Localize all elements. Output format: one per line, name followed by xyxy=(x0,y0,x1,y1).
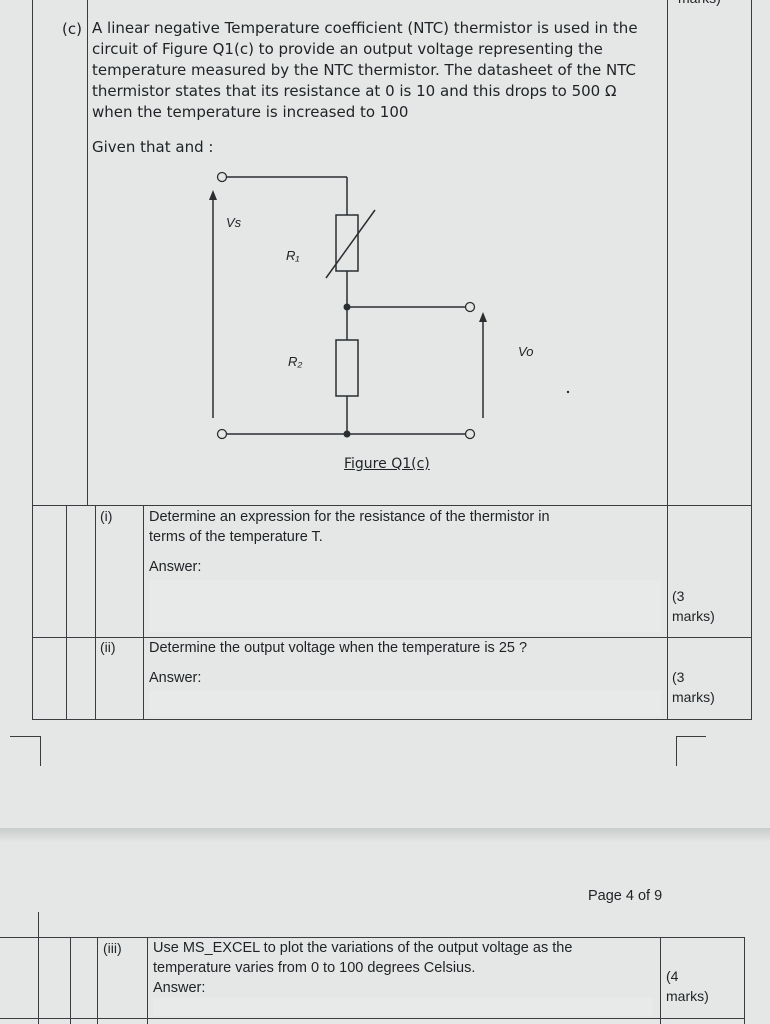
row-divider-ii xyxy=(32,637,752,638)
resistor-r2-body xyxy=(335,339,359,397)
subq-i-line: Determine an expression for the resistan… xyxy=(149,509,550,525)
subq-i-number: (i) xyxy=(100,508,113,524)
subq-iii-number: (iii) xyxy=(103,940,122,956)
stray-mark xyxy=(566,390,570,394)
bottom-col-rule-1 xyxy=(38,912,39,1024)
given-line: Given that and : xyxy=(92,138,214,156)
bottom-table-row-border xyxy=(0,1018,744,1019)
label-r1: R₁ xyxy=(286,248,300,263)
subq-iii-marks-unit: marks) xyxy=(666,988,709,1004)
question-c-body: A linear negative Temperature coefficien… xyxy=(92,18,662,158)
question-number-divider xyxy=(87,0,88,505)
subq-ii-body: Determine the output voltage when the te… xyxy=(149,638,661,688)
subq-iii-line: Use MS_EXCEL to plot the variations of t… xyxy=(153,940,573,956)
terminal-vs-bottom xyxy=(216,428,228,440)
label-vo: Vo xyxy=(518,344,534,359)
thermistor-diagonal xyxy=(325,209,376,279)
subq-iii-answer-area[interactable] xyxy=(153,998,653,1016)
subq-ii-number: (ii) xyxy=(100,639,116,655)
junction-dot-bottom xyxy=(343,430,351,438)
terminal-vo-top xyxy=(464,301,476,313)
table-left-border xyxy=(32,0,33,720)
subq-iii-marks: (4 marks) xyxy=(666,966,709,1006)
figure-caption: Figure Q1(c) xyxy=(344,456,430,472)
vs-arrowhead xyxy=(209,190,217,200)
label-vs: Vs xyxy=(226,215,242,230)
question-c-line: circuit of Figure Q1(c) to provide an ou… xyxy=(92,40,603,58)
page-number: Page 4 of 9 xyxy=(588,888,663,904)
corner-mark-right-h xyxy=(676,736,706,737)
subq-ii-marks-unit: marks) xyxy=(672,689,715,705)
subq-ii-answer-label: Answer: xyxy=(149,670,202,686)
thermistor-r1-body xyxy=(335,214,359,272)
subq-i-marks-unit: marks) xyxy=(672,608,715,624)
subq-i-marks: (3 marks) xyxy=(672,586,715,626)
corner-mark-left-v xyxy=(40,736,41,766)
subq-col-rule-2 xyxy=(95,505,96,720)
bottom-marks-divider xyxy=(660,937,661,1024)
subq-iii-marks-value: (4 xyxy=(666,968,679,984)
page-break-shadow xyxy=(0,828,770,842)
corner-mark-right-v xyxy=(676,736,677,766)
question-c-line: temperature measured by the NTC thermist… xyxy=(92,61,637,79)
row-divider-i xyxy=(32,505,752,506)
question-c-line: when the temperature is increased to 100 xyxy=(92,103,409,121)
bottom-col-rule-3 xyxy=(97,937,98,1024)
question-c-number: (c) xyxy=(62,20,82,38)
subq-iii-answer-label: Answer: xyxy=(153,980,206,996)
subq-i-answer-area[interactable] xyxy=(149,580,661,632)
bottom-col-rule-4 xyxy=(147,937,148,1024)
marks-column-divider xyxy=(667,0,668,720)
label-r2: R₂ xyxy=(288,354,303,369)
bottom-col-rule-2 xyxy=(70,937,71,1024)
subq-col-rule-1 xyxy=(66,505,67,720)
subq-ii-marks-value: (3 xyxy=(672,669,685,685)
bottom-right-border xyxy=(744,937,745,1024)
subq-col-rule-3 xyxy=(143,505,144,720)
subq-i-marks-value: (3 xyxy=(672,588,685,604)
subq-ii-answer-area[interactable] xyxy=(149,690,661,716)
question-c-line: thermistor states that its resistance at… xyxy=(92,82,617,100)
corner-mark-left-h xyxy=(10,736,40,737)
subq-i-line: terms of the temperature T. xyxy=(149,529,323,545)
question-c-line: A linear negative Temperature coefficien… xyxy=(92,19,638,37)
subq-ii-marks: (3 marks) xyxy=(672,667,715,707)
subq-i-answer-label: Answer: xyxy=(149,559,202,575)
bottom-table-top-border xyxy=(0,937,744,938)
terminal-vs-top xyxy=(216,171,228,183)
subq-iii-line: temperature varies from 0 to 100 degrees… xyxy=(153,960,476,976)
terminal-vo-bottom xyxy=(464,428,476,440)
marks-header-fragment: marks) xyxy=(678,0,721,8)
subq-i-body: Determine an expression for the resistan… xyxy=(149,507,661,577)
subq-ii-line: Determine the output voltage when the te… xyxy=(149,640,528,656)
table-bottom-border xyxy=(32,719,752,720)
vo-arrowhead xyxy=(479,312,487,322)
junction-dot-mid xyxy=(343,303,351,311)
subq-iii-body: Use MS_EXCEL to plot the variations of t… xyxy=(153,938,658,998)
table-right-border xyxy=(751,0,752,720)
circuit-diagram-q1c xyxy=(209,171,570,440)
